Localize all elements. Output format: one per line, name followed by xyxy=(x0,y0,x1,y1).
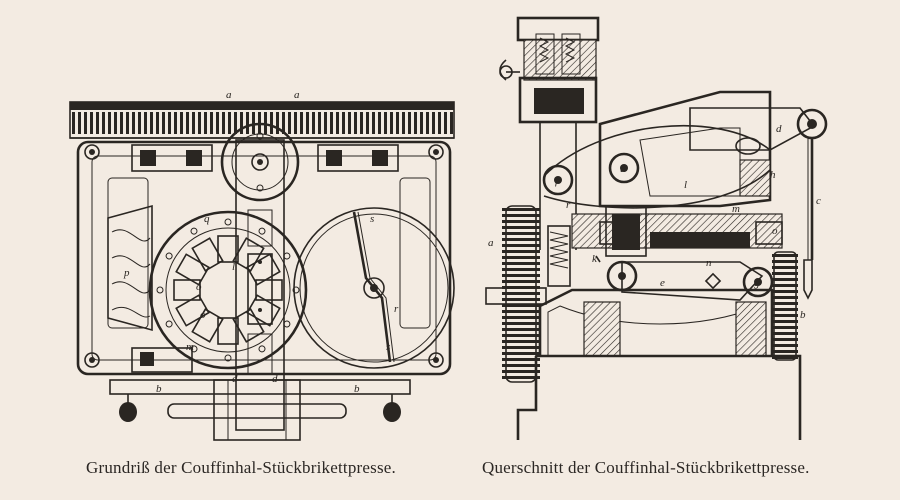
label-e: e xyxy=(660,277,665,289)
label-u: u xyxy=(620,163,626,175)
gear-wheel-a xyxy=(485,205,547,383)
label-s2: s xyxy=(386,341,390,353)
label-q: q xyxy=(204,213,210,225)
gear-rack-a xyxy=(69,101,455,139)
label-l: l xyxy=(232,261,235,273)
plan-view-drawing: a a p q o o l m d d b b s s r xyxy=(69,89,455,441)
label-c: c xyxy=(816,195,821,207)
cross-section-drawing: a f u l d h c m o k n e g b r xyxy=(485,16,828,440)
label-k: k xyxy=(592,253,598,265)
roller-f xyxy=(542,164,574,196)
caption-cross-section: Querschnitt der Couffinhal-Stückbrikettp… xyxy=(482,458,810,477)
label-r: r xyxy=(394,303,399,315)
spring-column-r xyxy=(547,225,571,287)
top-cylinder xyxy=(499,16,600,250)
caption-plan-view: Grundriß der Couffinhal-Stückbrikettpres… xyxy=(86,458,396,477)
machine-base xyxy=(516,288,802,440)
label-m: m xyxy=(732,203,740,215)
worm-gear-p xyxy=(107,204,153,332)
label-s1: s xyxy=(370,213,374,225)
label-o2: o xyxy=(200,309,206,321)
crank-arm-d xyxy=(689,107,828,300)
base-bars-b xyxy=(109,347,411,441)
label-a1: a xyxy=(226,89,232,101)
label-l: l xyxy=(684,179,687,191)
label-d: d xyxy=(776,123,782,135)
wheel-r xyxy=(293,207,455,369)
label-d1: d xyxy=(232,373,238,385)
label-m: m xyxy=(186,341,194,353)
label-p: p xyxy=(123,267,130,279)
lower-linkage xyxy=(595,255,774,301)
press-table-section xyxy=(571,205,783,257)
label-h: h xyxy=(770,169,776,181)
lever-frame xyxy=(543,90,772,209)
label-g: g xyxy=(754,277,760,289)
label-b2: b xyxy=(354,383,360,395)
central-ram xyxy=(235,139,285,431)
label-a2: a xyxy=(294,89,300,101)
label-n: n xyxy=(706,257,712,269)
press-table-disc xyxy=(148,210,308,370)
eccentric-disc xyxy=(220,122,300,202)
label-r: r xyxy=(566,199,571,211)
label-o: o xyxy=(772,225,778,237)
bearing-blocks-top xyxy=(131,144,399,172)
label-b: b xyxy=(800,309,806,321)
label-b1: b xyxy=(156,383,162,395)
roller-u xyxy=(608,152,640,184)
label-o1: o xyxy=(196,281,202,293)
label-a: a xyxy=(488,237,494,249)
label-f: f xyxy=(555,175,560,187)
label-d2: d xyxy=(272,373,278,385)
drive-wheel-b xyxy=(772,251,798,361)
